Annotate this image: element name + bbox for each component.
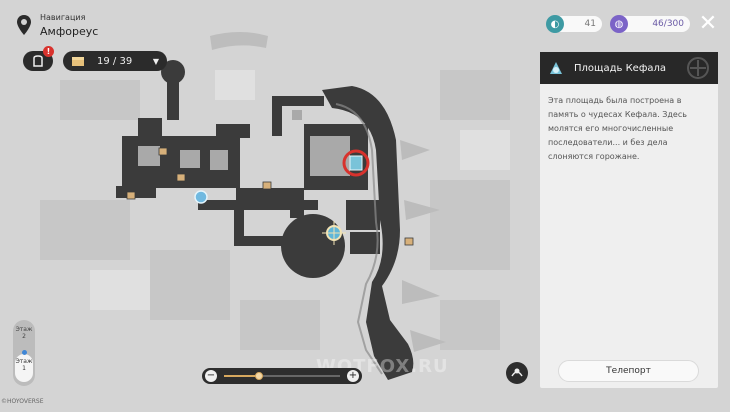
floor-1-button[interactable]: Этаж 1 bbox=[15, 350, 33, 382]
copyright-stamp: ©HOYOVERSE bbox=[1, 398, 44, 405]
selected-space-anchor-marker[interactable] bbox=[342, 149, 370, 177]
location-info-panel: Площадь Кефала Эта площадь была построен… bbox=[540, 52, 718, 388]
chest-icon[interactable] bbox=[262, 181, 272, 190]
navigation-subtitle: Навигация bbox=[40, 13, 86, 22]
zoom-slider[interactable] bbox=[224, 372, 340, 380]
alert-badge: ! bbox=[43, 46, 54, 57]
dropdown-arrow-icon: ▼ bbox=[152, 56, 159, 66]
trailblaze-fuel-icon: ◐ bbox=[546, 15, 564, 33]
chest-icon bbox=[72, 56, 84, 66]
locate-player-button[interactable] bbox=[506, 362, 528, 384]
chest-icon[interactable] bbox=[126, 191, 136, 200]
trailblaze-power-value: 46/300 bbox=[652, 19, 684, 29]
trailblaze-power-counter[interactable]: ◍ 46/300 bbox=[610, 15, 690, 33]
region-title: Амфореус bbox=[40, 25, 99, 38]
close-button[interactable]: ✕ bbox=[698, 11, 718, 36]
resource-counter[interactable]: ◐ 41 bbox=[546, 15, 602, 33]
teleport-waypoint-icon[interactable] bbox=[322, 221, 346, 245]
space-anchor-icon bbox=[550, 62, 562, 74]
chest-count: 19 / 39 bbox=[97, 55, 133, 67]
door-icon bbox=[33, 55, 43, 67]
zoom-in-button[interactable]: + bbox=[347, 370, 359, 382]
zoom-control: − + bbox=[202, 368, 362, 384]
current-floor-indicator bbox=[22, 350, 27, 355]
location-description: Эта площадь была построена в память о чу… bbox=[548, 96, 687, 161]
zoom-fill bbox=[224, 375, 259, 377]
teleport-button[interactable]: Телепорт bbox=[558, 360, 699, 382]
chest-counter-dropdown[interactable]: 19 / 39 ▼ bbox=[63, 51, 167, 71]
map-pin-icon bbox=[17, 15, 31, 35]
floor-2-button[interactable]: Этаж 2 bbox=[15, 326, 33, 340]
space-anchor-icon[interactable] bbox=[194, 190, 208, 204]
faction-emblem-icon bbox=[687, 57, 709, 79]
chest-icon[interactable] bbox=[158, 147, 168, 156]
trailblaze-power-icon: ◍ bbox=[610, 15, 628, 33]
resource-value: 41 bbox=[584, 19, 596, 29]
zoom-handle[interactable] bbox=[254, 372, 263, 380]
panel-header: Площадь Кефала bbox=[540, 52, 718, 84]
zoom-out-button[interactable]: − bbox=[205, 370, 217, 382]
chest-icon[interactable] bbox=[176, 173, 186, 182]
chest-icon[interactable] bbox=[404, 237, 414, 246]
location-title: Площадь Кефала bbox=[574, 62, 667, 74]
floor-selector: Этаж 2 Этаж 1 bbox=[13, 320, 35, 386]
player-locate-icon bbox=[511, 368, 523, 377]
